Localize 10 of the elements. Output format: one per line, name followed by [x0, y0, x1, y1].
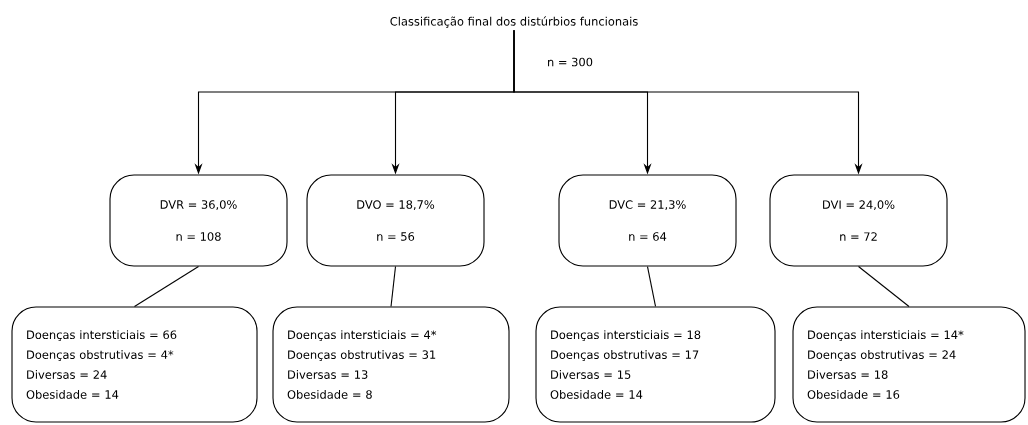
count-label: n = 300	[548, 57, 593, 67]
rounded-box: Doenças intersticiais = 18 Doenças obstrutivas = 17 Diversas = 15 Obesidade = 14	[535, 306, 776, 423]
heading-text: Classificação final dos distúrbios funcionais	[390, 16, 638, 28]
rounded-box: DVR = 36,0% n = 108	[109, 174, 288, 267]
rounded-box: Doenças intersticiais = 4* Doenças obstrutivas = 31 Diversas = 13 Obesidade = 8	[272, 306, 510, 423]
rounded-box: Doenças intersticiais = 14* Doenças obstrutivas = 24 Diversas = 18 Obesidade = 16	[792, 306, 1026, 423]
rounded-box: DVO = 18,7% n = 56	[306, 174, 485, 267]
rounded-box: Doenças intersticiais = 66 Doenças obstrutivas = 4* Diversas = 24 Obesidade = 14	[11, 306, 258, 423]
rounded-box: DVC = 21,3% n = 64	[558, 174, 737, 267]
rounded-box: DVI = 24,0% n = 72	[769, 174, 948, 267]
